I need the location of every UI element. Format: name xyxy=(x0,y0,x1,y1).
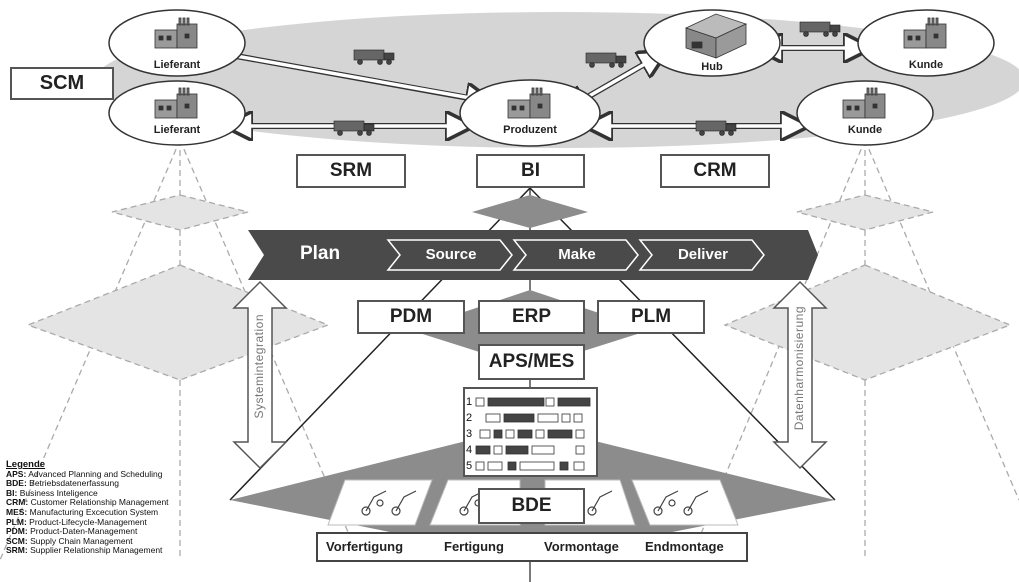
site-label-lieferant-bottom: Lieferant xyxy=(153,124,201,136)
factory-icon xyxy=(507,87,551,119)
legend-item: PDM: Product-Daten-Management xyxy=(6,526,138,537)
pdm-box: PDM xyxy=(357,300,465,334)
datenharmonisierung-arrow xyxy=(772,280,828,470)
schedule-row-number: 3 xyxy=(466,428,473,440)
legend-item: SCM: Supply Chain Management xyxy=(6,535,133,546)
site-label-kunde-top: Kunde xyxy=(908,59,944,71)
factory-icon xyxy=(903,17,947,49)
legend-item: MES: Manufacturing Excecution System xyxy=(6,506,159,517)
legend-title: Legende xyxy=(6,459,46,470)
truck-icon xyxy=(353,49,395,65)
truck-icon xyxy=(333,120,375,136)
step-vorfertigung: Vorfertigung xyxy=(326,539,404,554)
systemintegration-arrow xyxy=(232,280,288,470)
schedule-panel xyxy=(463,387,598,477)
factory-icon xyxy=(154,87,198,119)
step-fertigung: Fertigung xyxy=(444,539,504,554)
legend-item: SRM: Supplier Relationship Management xyxy=(6,545,163,556)
erp-box: ERP xyxy=(478,300,585,334)
step-vormontage: Vormontage xyxy=(544,539,619,554)
schedule-row-number: 5 xyxy=(466,460,473,472)
truck-icon xyxy=(695,120,737,136)
process-deliver-label: Deliver xyxy=(677,246,729,263)
site-label-hub: Hub xyxy=(701,61,723,73)
factory-icon xyxy=(842,87,886,119)
scm-box: SCM xyxy=(10,67,114,100)
datenharmonisierung-label: Datenharmonisierung xyxy=(792,306,806,431)
step-endmontage: Endmontage xyxy=(645,539,724,554)
warehouse-icon xyxy=(684,13,748,59)
legend-item: APS: Advanced Planning and Scheduling xyxy=(6,468,163,479)
bde-box: BDE xyxy=(478,488,585,524)
legend-item: BDE: Betriebsdatenerfassung xyxy=(6,478,119,489)
site-label-kunde-bottom: Kunde xyxy=(847,124,883,136)
legend-item: PLM: Product-Lifecycle-Management xyxy=(6,516,147,527)
plm-box: PLM xyxy=(597,300,705,334)
legend-item: BI: Business Inteligence xyxy=(6,487,98,498)
systemintegration-label: Systemintegration xyxy=(252,314,266,419)
process-make-label: Make xyxy=(558,246,596,263)
schedule-row-number: 1 xyxy=(466,396,473,408)
legend: Legende APS: Advanced Planning and Sched… xyxy=(6,460,224,556)
site-label-produzent: Produzent xyxy=(503,124,557,136)
crm-box: CRM xyxy=(660,154,770,188)
bi-box: BI xyxy=(476,154,585,188)
truck-icon xyxy=(799,21,841,37)
srm-box: SRM xyxy=(296,154,406,188)
aps-mes-box: APS/MES xyxy=(478,344,585,380)
process-ribbon xyxy=(248,230,818,280)
schedule-row-number: 2 xyxy=(466,412,473,424)
site-label-lieferant-top: Lieferant xyxy=(153,59,201,71)
production-steps-bar xyxy=(316,532,748,562)
process-plan-label: Plan xyxy=(299,243,341,264)
factory-icon xyxy=(154,17,198,49)
process-source-label: Source xyxy=(425,246,477,263)
legend-item: CRM: Customer Relationship Management xyxy=(6,497,169,508)
truck-icon xyxy=(585,52,627,68)
schedule-row-number: 4 xyxy=(466,444,473,456)
